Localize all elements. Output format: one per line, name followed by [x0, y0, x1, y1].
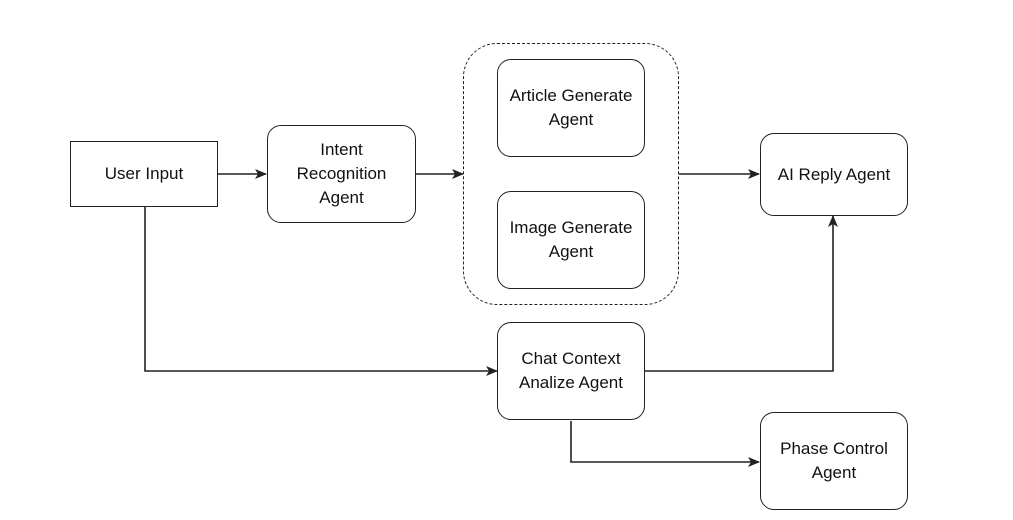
article-generate-agent-node: Article Generate Agent — [497, 59, 645, 157]
ai-reply-agent-node: AI Reply Agent — [760, 133, 908, 216]
user-input-node: User Input — [70, 141, 218, 207]
image-generate-agent-label: Image Generate Agent — [509, 218, 633, 261]
chat-context-analize-agent-node: Chat Context Analize Agent — [497, 322, 645, 420]
generate-agents-group — [463, 43, 679, 305]
phase-control-agent-node: Phase Control Agent — [760, 412, 908, 510]
user-input-label: User Input — [104, 164, 184, 183]
edge-chat-context-to-ai-reply — [645, 215, 838, 372]
edge-chat-context-to-phase-control — [570, 421, 760, 467]
phase-control-agent-label: Phase Control Agent — [780, 439, 888, 482]
chat-context-analize-agent-label: Chat Context Analize Agent — [519, 349, 623, 392]
edge-user-input-to-chat-context — [144, 207, 498, 376]
article-generate-agent-label: Article Generate Agent — [509, 86, 633, 129]
image-generate-agent-node: Image Generate Agent — [497, 191, 645, 289]
intent-recognition-agent-label: Intent Recognition Agent — [296, 140, 387, 207]
ai-reply-agent-label: AI Reply Agent — [777, 164, 891, 184]
intent-recognition-agent-node: Intent Recognition Agent — [267, 125, 416, 223]
